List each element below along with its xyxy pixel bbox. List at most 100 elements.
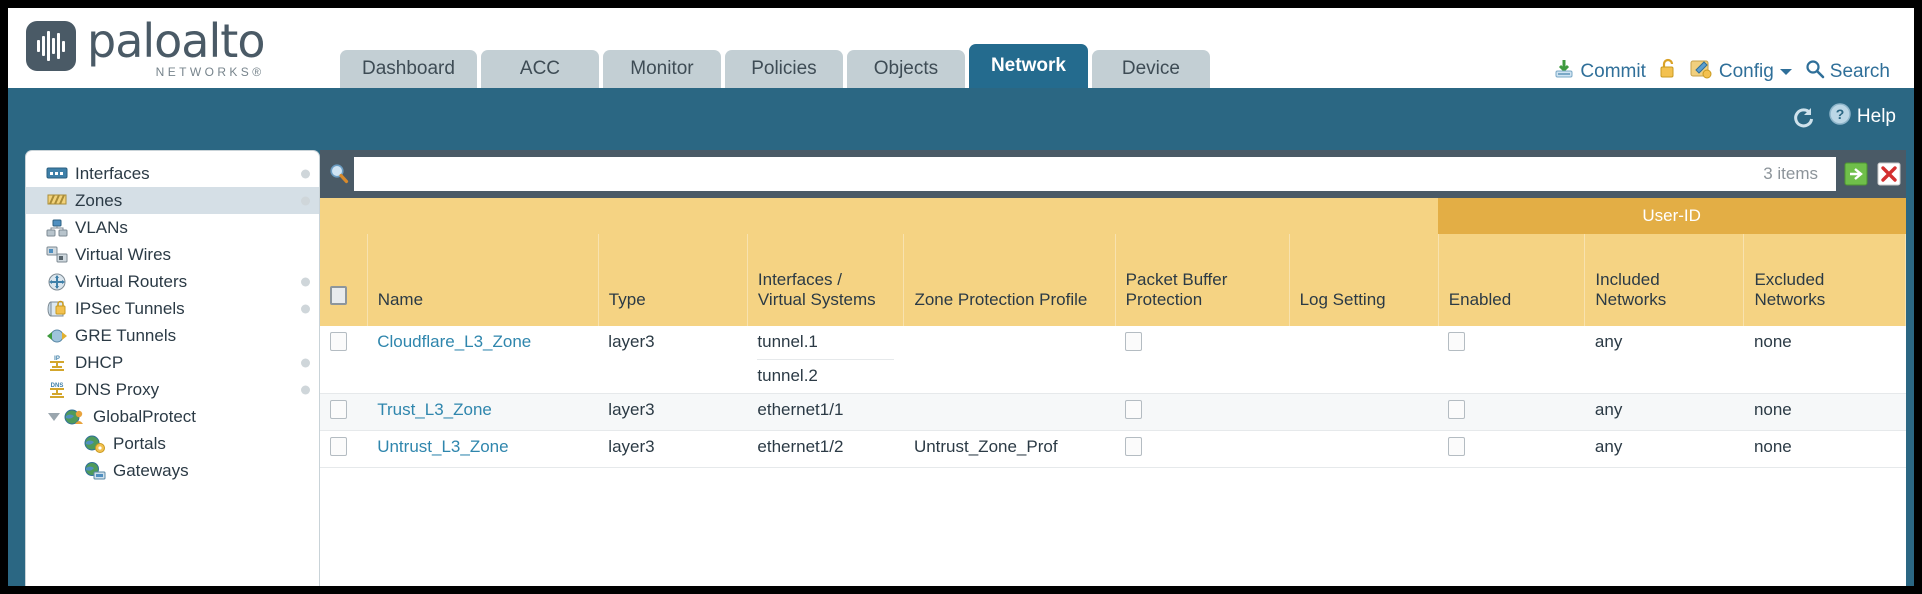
sidebar-item-vlans[interactable]: VLANs	[26, 214, 319, 241]
zone-name-link[interactable]: Untrust_L3_Zone	[377, 437, 509, 456]
cell-packet-buffer-protection[interactable]	[1115, 326, 1290, 394]
cell-packet-buffer-protection[interactable]	[1115, 393, 1290, 431]
virtual-wires-icon	[46, 246, 68, 264]
sidebar-item-label: DHCP	[75, 352, 124, 372]
cell-name[interactable]: Untrust_L3_Zone	[367, 430, 599, 468]
left-navigation-sidebar: Interfaces Zones VLANs Vir	[25, 150, 320, 586]
select-all-header[interactable]	[320, 234, 368, 326]
vlans-icon	[46, 219, 68, 237]
apply-filter-button[interactable]	[1843, 161, 1869, 187]
config-menu[interactable]: Config	[1690, 58, 1793, 86]
cell-userid-enabled[interactable]	[1438, 326, 1585, 394]
search-input[interactable]: 3 items	[354, 157, 1836, 191]
globalprotect-icon	[64, 408, 86, 426]
zones-table-body: Cloudflare_L3_Zone layer3 tunnel.1 tunne…	[320, 326, 1906, 468]
sidebar-item-portals[interactable]: Portals	[26, 430, 319, 457]
commit-button[interactable]: Commit	[1553, 58, 1646, 86]
cell-userid-enabled[interactable]	[1438, 393, 1585, 431]
table-row[interactable]: Cloudflare_L3_Zone layer3 tunnel.1 tunne…	[320, 326, 1906, 394]
cell-name[interactable]: Cloudflare_L3_Zone	[367, 326, 599, 394]
packet-buffer-protection-checkbox[interactable]	[1125, 332, 1143, 351]
lock-open-icon[interactable]	[1658, 58, 1678, 86]
tab-label: Monitor	[630, 58, 694, 79]
context-band: ? Help	[8, 88, 1914, 150]
refresh-icon[interactable]	[1790, 105, 1816, 129]
tab-acc[interactable]: ACC	[480, 50, 599, 88]
cell-name[interactable]: Trust_L3_Zone	[367, 393, 599, 431]
brand-registered-mark: ®	[252, 65, 265, 79]
table-row[interactable]: Untrust_L3_Zone layer3 ethernet1/2 Untru…	[320, 430, 1906, 468]
select-all-checkbox[interactable]	[330, 286, 347, 305]
tab-label: ACC	[519, 58, 561, 79]
packet-buffer-protection-checkbox[interactable]	[1125, 437, 1143, 456]
search-icon	[1805, 59, 1825, 85]
sidebar-item-virtual-wires[interactable]: Virtual Wires	[26, 241, 319, 268]
tab-objects[interactable]: Objects	[846, 50, 965, 88]
row-select-cell[interactable]	[320, 430, 368, 468]
column-header-included-networks[interactable]: Included Networks	[1584, 234, 1745, 326]
cell-included-networks: any	[1584, 393, 1744, 431]
cell-interfaces: ethernet1/1	[747, 393, 904, 431]
sidebar-item-globalprotect[interactable]: GlobalProtect	[26, 403, 319, 430]
sidebar-item-zones[interactable]: Zones	[26, 187, 319, 214]
zone-name-link[interactable]: Trust_L3_Zone	[377, 400, 492, 419]
filter-search-icon[interactable]	[324, 154, 354, 194]
expand-collapse-caret-icon[interactable]	[48, 412, 60, 421]
search-button[interactable]: Search	[1805, 59, 1890, 85]
column-header-interfaces[interactable]: Interfaces / Virtual Systems	[747, 234, 905, 326]
userid-enabled-checkbox[interactable]	[1448, 437, 1466, 456]
sidebar-item-gateways[interactable]: Gateways	[26, 457, 319, 484]
row-select-cell[interactable]	[320, 393, 368, 431]
cell-log-setting	[1289, 326, 1439, 394]
main-tab-strip: Dashboard ACC Monitor Policies Objects N…	[340, 44, 1214, 88]
column-header-packet-buffer-protection[interactable]: Packet Buffer Protection	[1115, 234, 1290, 326]
userid-enabled-checkbox[interactable]	[1448, 332, 1466, 351]
table-row[interactable]: Trust_L3_Zone layer3 ethernet1/1 any non…	[320, 393, 1906, 431]
packet-buffer-protection-checkbox[interactable]	[1125, 400, 1143, 419]
cell-userid-enabled[interactable]	[1438, 430, 1585, 468]
zone-name-link[interactable]: Cloudflare_L3_Zone	[377, 332, 532, 351]
tab-dashboard[interactable]: Dashboard	[340, 50, 477, 88]
column-header-excluded-networks[interactable]: Excluded Networks	[1743, 234, 1906, 326]
tab-policies[interactable]: Policies	[724, 50, 843, 88]
column-header-type[interactable]: Type	[598, 234, 748, 326]
sidebar-item-label: Zones	[75, 190, 123, 210]
tab-network[interactable]: Network	[968, 44, 1088, 88]
clear-filter-button[interactable]	[1876, 161, 1902, 187]
row-checkbox[interactable]	[330, 332, 347, 351]
sidebar-item-dns-proxy[interactable]: DNS DNS Proxy	[26, 376, 319, 403]
cell-log-setting	[1289, 393, 1439, 431]
sidebar-item-dhcp[interactable]: IP DHCP	[26, 349, 319, 376]
sidebar-item-label: Interfaces	[75, 163, 150, 183]
column-header-zone-protection-profile[interactable]: Zone Protection Profile	[903, 234, 1116, 326]
userid-enabled-checkbox[interactable]	[1448, 400, 1466, 419]
cell-interfaces: ethernet1/2	[747, 430, 904, 468]
row-checkbox[interactable]	[330, 437, 347, 456]
table-search-bar: 3 items	[320, 150, 1906, 198]
column-header-enabled[interactable]: Enabled	[1438, 234, 1586, 326]
sidebar-item-virtual-routers[interactable]: Virtual Routers	[26, 268, 319, 295]
column-header-name[interactable]: Name	[367, 234, 599, 326]
tab-monitor[interactable]: Monitor	[602, 50, 721, 88]
sidebar-item-label: GRE Tunnels	[75, 325, 177, 345]
cell-zone-protection-profile	[903, 393, 1116, 431]
interface-entry: tunnel.1	[757, 326, 894, 360]
row-checkbox[interactable]	[330, 400, 347, 419]
svg-text:DNS: DNS	[51, 383, 64, 389]
config-label: Config	[1718, 61, 1774, 82]
commit-icon	[1553, 58, 1575, 86]
help-button[interactable]: ? Help	[1828, 102, 1896, 132]
main-content-panel: 3 items	[320, 150, 1907, 586]
sidebar-item-interfaces[interactable]: Interfaces	[26, 160, 319, 187]
row-select-cell[interactable]	[320, 326, 368, 394]
cell-excluded-networks: none	[1743, 326, 1906, 394]
help-icon: ?	[1828, 102, 1852, 132]
cell-packet-buffer-protection[interactable]	[1115, 430, 1290, 468]
page-body: Interfaces Zones VLANs Vir	[8, 150, 1914, 586]
sidebar-item-ipsec-tunnels[interactable]: IPSec Tunnels	[26, 295, 319, 322]
tab-device[interactable]: Device	[1091, 50, 1210, 88]
sidebar-item-label: DNS Proxy	[75, 379, 160, 399]
column-header-log-setting[interactable]: Log Setting	[1289, 234, 1439, 326]
items-count-label: 3 items	[1763, 164, 1818, 183]
sidebar-item-gre-tunnels[interactable]: GRE Tunnels	[26, 322, 319, 349]
